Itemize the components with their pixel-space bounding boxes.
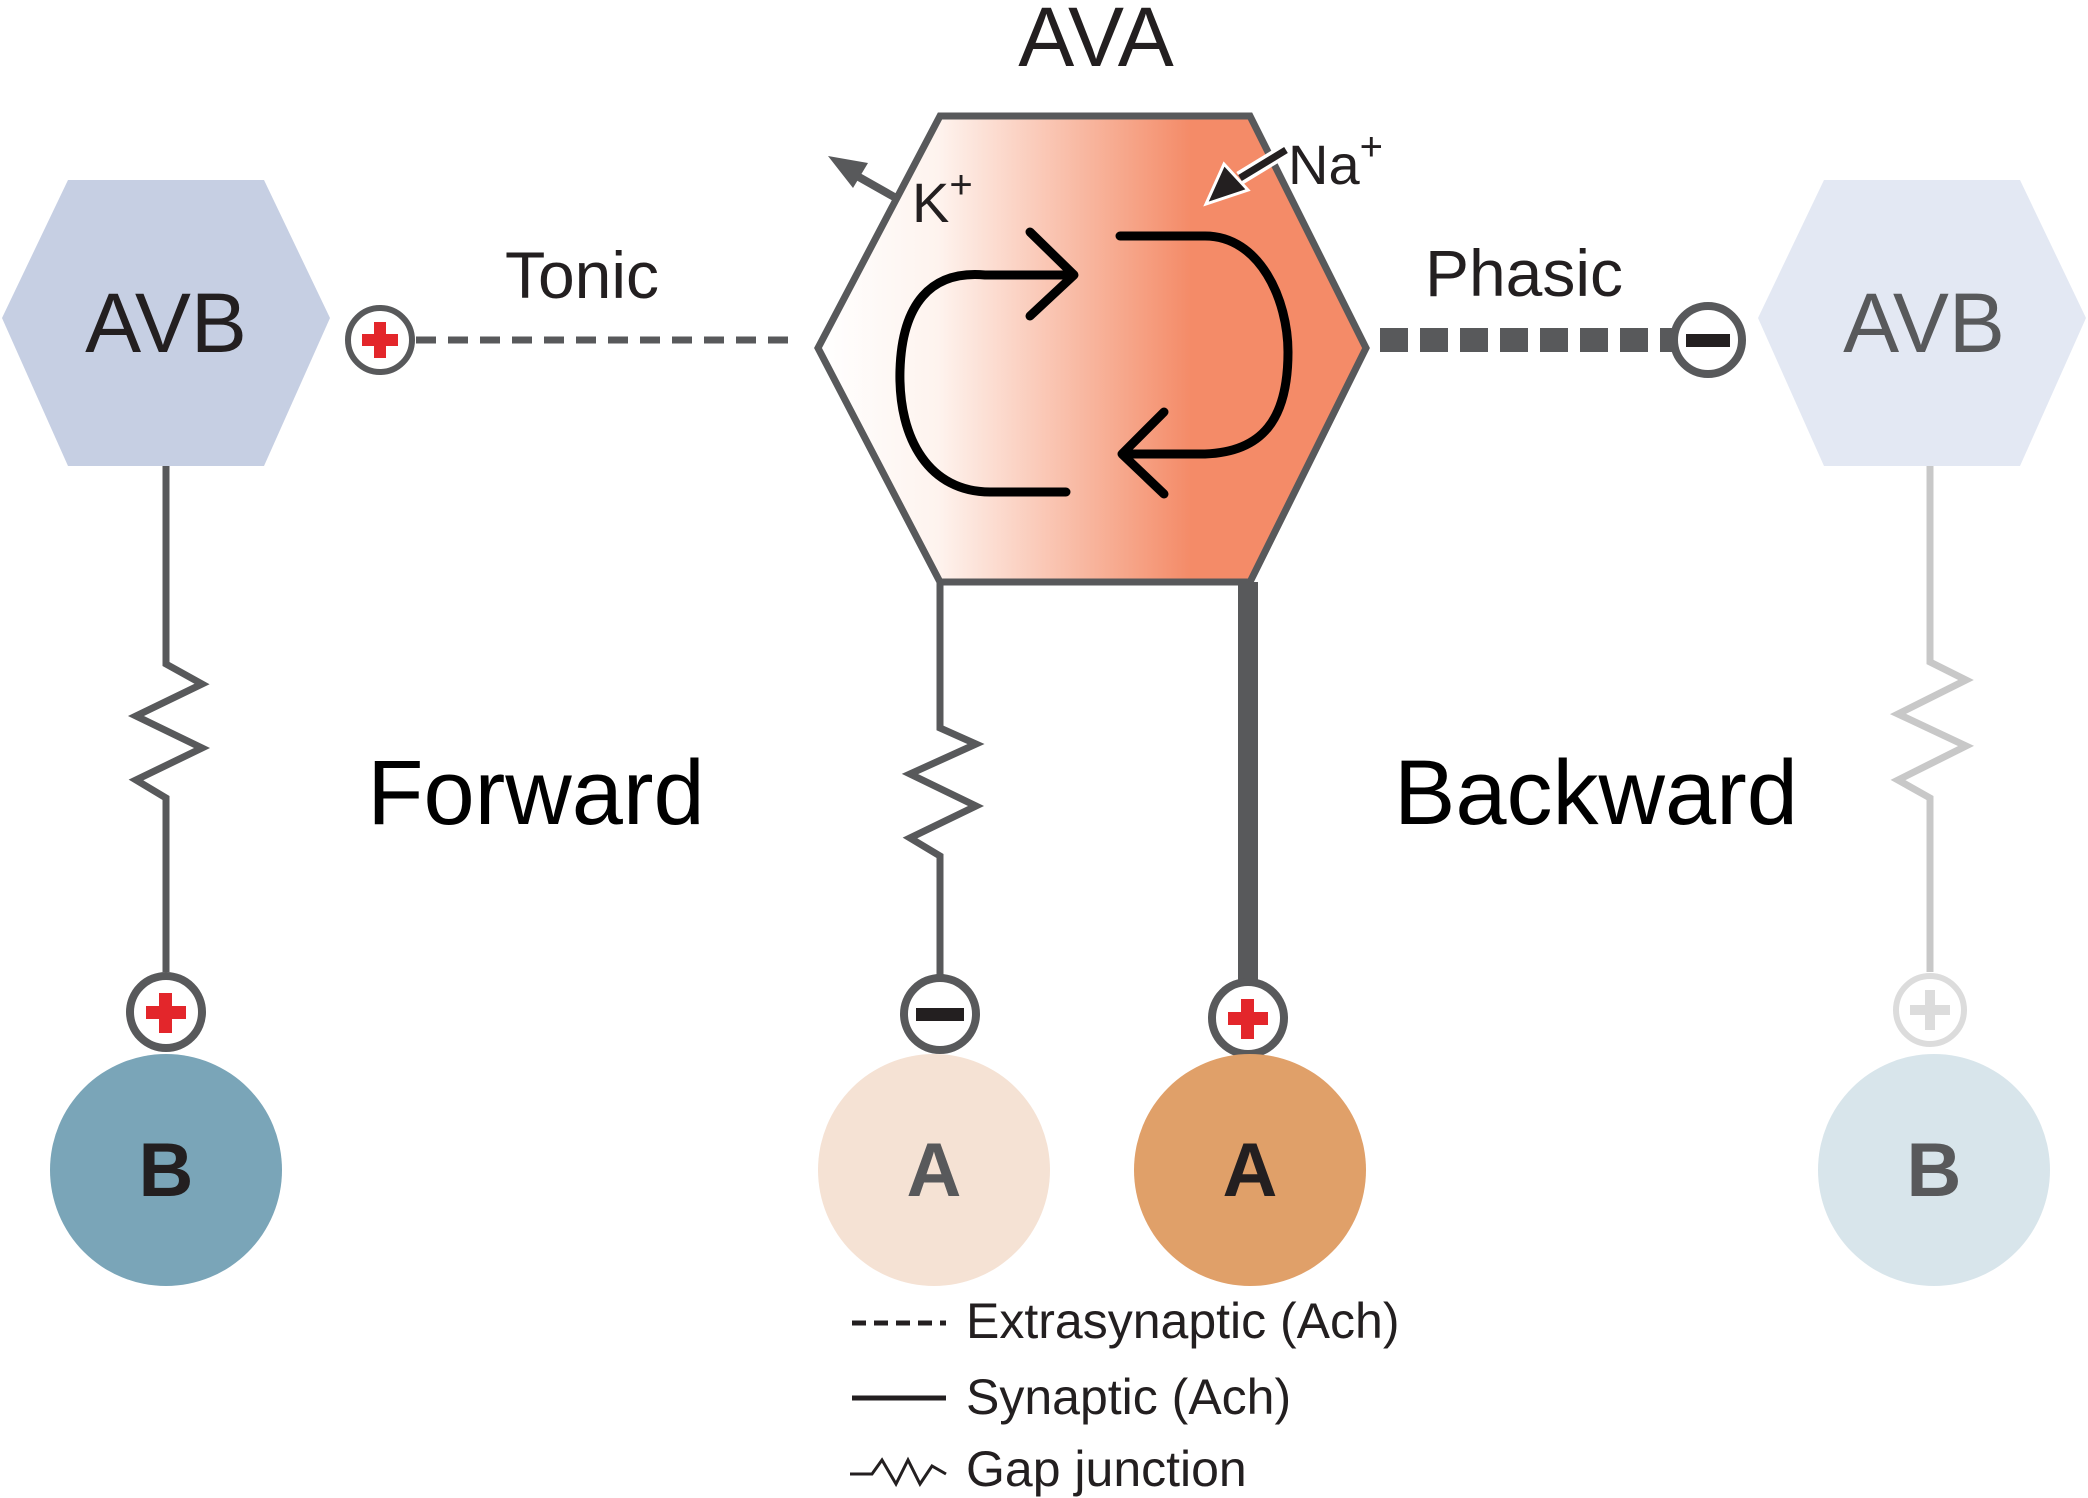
legend-extrasynaptic-label: Extrasynaptic (Ach) [966,1293,1399,1349]
b-right-motor-neuron [1818,1054,2050,1286]
b-right-label: B [1907,1128,1962,1213]
gap-junction-right [1889,466,1975,972]
ava-a-inhibitory-sign [900,974,980,1054]
ava-a-excitatory-sign [1208,978,1288,1058]
gap-junction-center [901,582,985,976]
k-efflux-arrow [828,156,898,202]
legend-synaptic-label: Synaptic (Ach) [966,1369,1291,1425]
a-dark-label: A [1223,1128,1278,1213]
na-ion-base: Na [1288,133,1360,196]
gap-junction-left [127,466,211,972]
legend: Extrasynaptic (Ach) Synaptic (Ach) Gap j… [850,1293,1399,1497]
legend-gap-label: Gap junction [966,1441,1247,1497]
a-light-label: A [907,1128,962,1213]
na-influx-arrow [1203,144,1290,207]
avb-right-hexagon [1758,180,2086,466]
tonic-label: Tonic [505,238,659,312]
b-left-label: B [139,1128,194,1213]
cycle-arrow-left [895,270,1077,497]
cycle-arrowhead-top [1025,227,1079,321]
a-light-motor-neuron [818,1054,1050,1286]
cycle-arrows [895,227,1293,499]
avb-right-label: AVB [1843,276,2005,370]
avb-left-label: AVB [85,276,247,370]
cycle-arrowhead-bottom [1117,407,1169,499]
ava-title: AVA [1018,0,1174,84]
avb-left-hexagon [2,180,330,466]
k-ion-charge: + [949,163,972,207]
na-ion-charge: + [1360,125,1383,169]
legend-gap-swatch [850,1456,947,1488]
a-dark-motor-neuron [1134,1054,1366,1286]
avb-b-right-excitatory-sign [1893,973,1967,1047]
na-ion-label: Na+ [1288,125,1383,196]
phasic-label: Phasic [1425,236,1623,310]
tonic-excitatory-sign [345,305,415,375]
k-ion-base: K [912,171,949,234]
cycle-arrow-right [1115,231,1293,459]
b-left-motor-neuron [50,1054,282,1286]
k-ion-label: K+ [912,163,973,234]
avb-b-excitatory-sign [126,972,206,1052]
forward-label: Forward [367,742,704,844]
backward-label: Backward [1394,742,1798,844]
phasic-inhibitory-sign [1670,302,1746,378]
